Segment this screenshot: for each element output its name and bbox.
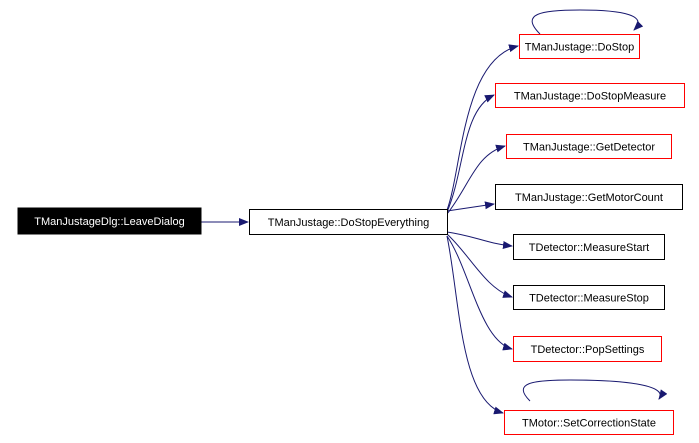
node-leave-dialog[interactable]: TManJustageDlg::LeaveDialog	[17, 207, 202, 235]
edge-to-getdetector	[446, 144, 506, 215]
edges	[201, 9, 668, 415]
node-label: TManJustage::DoStopEverything	[268, 217, 429, 229]
edge-to-dostop	[446, 44, 519, 211]
edge-to-getmotorcount	[446, 201, 495, 212]
self-loop-dostop	[531, 9, 644, 35]
node-label: TDetector::MeasureStop	[529, 293, 649, 305]
edge-to-popsettings	[446, 235, 513, 351]
node-do-stop[interactable]: TManJustage::DoStop	[519, 34, 640, 59]
edge-to-measurestop	[446, 233, 513, 298]
node-label: TManJustage::DoStop	[525, 42, 634, 54]
node-label: TDetector::MeasureStart	[529, 242, 649, 254]
node-pop-settings[interactable]: TDetector::PopSettings	[513, 336, 662, 362]
node-label: TManJustage::GetMotorCount	[515, 192, 663, 204]
edge-to-dostopmeasure	[446, 94, 495, 213]
node-do-stop-everything[interactable]: TManJustage::DoStopEverything	[249, 209, 448, 235]
node-set-correction-state[interactable]: TMotor::SetCorrectionState	[504, 410, 674, 435]
node-label: TManJustage::GetDetector	[523, 142, 655, 154]
node-label: TManJustageDlg::LeaveDialog	[34, 216, 184, 228]
node-do-stop-measure[interactable]: TManJustage::DoStopMeasure	[495, 83, 685, 108]
node-label: TDetector::PopSettings	[531, 344, 645, 356]
node-get-detector[interactable]: TManJustage::GetDetector	[506, 134, 672, 159]
self-loop-setcorrectionstate	[523, 379, 668, 402]
node-label: TMotor::SetCorrectionState	[522, 418, 656, 430]
node-get-motor-count[interactable]: TManJustage::GetMotorCount	[495, 184, 683, 210]
node-measure-start[interactable]: TDetector::MeasureStart	[513, 234, 665, 260]
edge-to-setcorrectionstate	[446, 235, 504, 415]
node-label: TManJustage::DoStopMeasure	[514, 91, 666, 103]
node-measure-stop[interactable]: TDetector::MeasureStop	[513, 285, 665, 310]
edge-to-measurestart	[446, 231, 513, 249]
